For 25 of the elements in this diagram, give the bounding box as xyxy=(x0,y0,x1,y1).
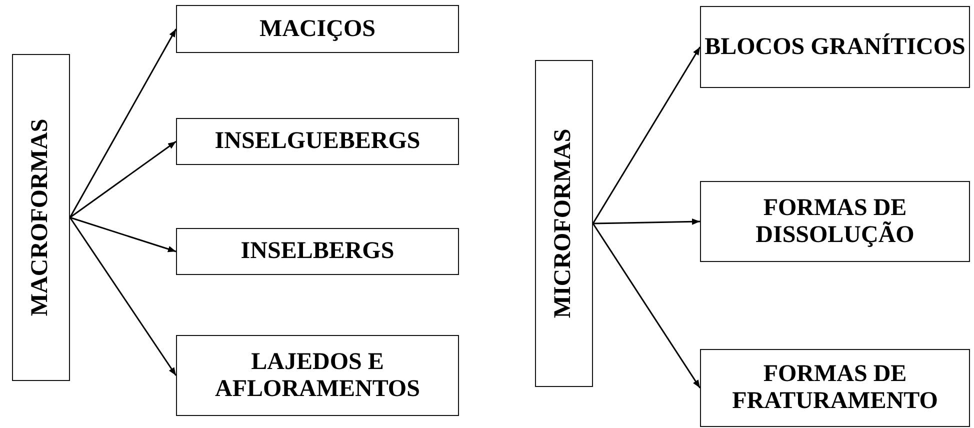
arrow xyxy=(70,216,176,252)
category-box xyxy=(700,181,970,262)
arrow xyxy=(69,28,177,218)
category-box xyxy=(176,335,459,416)
category-label: MICROFORMAS xyxy=(550,128,578,318)
category-label: LAJEDOS E AFLORAMENTOS xyxy=(214,348,421,402)
category-box xyxy=(700,349,970,427)
category-label: FORMAS DE DISSOLUÇÃO xyxy=(754,194,916,248)
category-label: FORMAS DE FRATURAMENTO xyxy=(731,361,939,415)
category-box xyxy=(700,6,970,88)
arrow xyxy=(592,218,700,225)
category-box xyxy=(12,54,70,381)
category-box xyxy=(176,118,459,165)
arrow xyxy=(592,223,701,388)
category-label: MACIÇOS xyxy=(259,16,376,42)
arrow xyxy=(592,46,701,224)
arrow xyxy=(69,217,177,376)
arrow xyxy=(70,140,176,218)
category-box xyxy=(176,5,459,53)
category-label: MACROFORMAS xyxy=(28,118,54,316)
category-box xyxy=(176,228,459,275)
category-label: INSELGUEBERGS xyxy=(214,128,420,155)
category-box xyxy=(535,60,593,387)
category-label: BLOCOS GRANÍTICOS xyxy=(704,34,966,60)
category-label: INSELBERGS xyxy=(240,238,394,265)
